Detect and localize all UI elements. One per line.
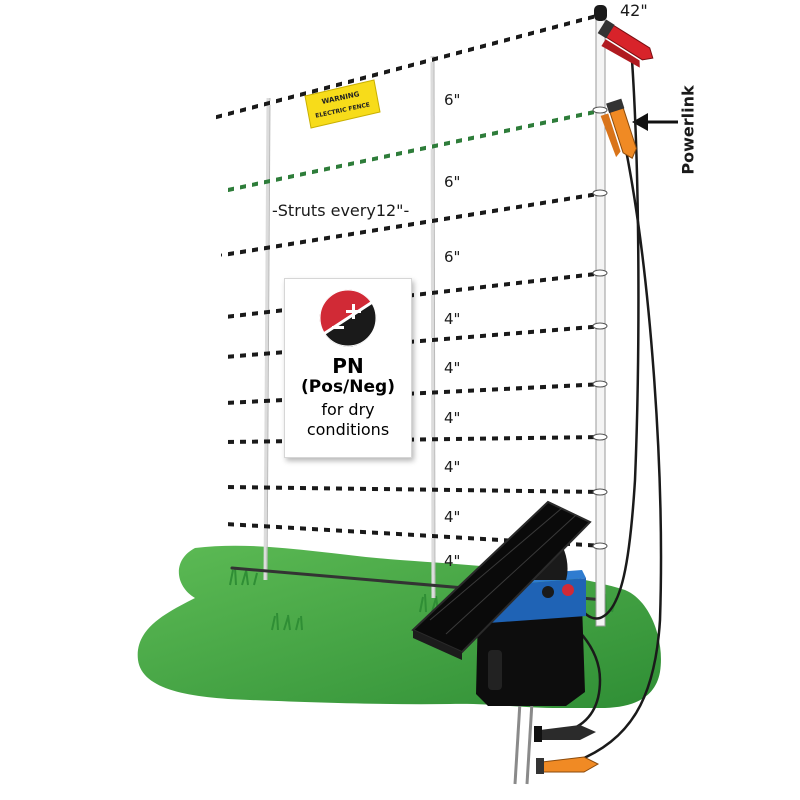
powerlink-label: Powerlink (678, 85, 698, 175)
warning-sign: WARNING ELECTRIC FENCE (304, 79, 381, 129)
fence-wires (211, 12, 606, 602)
spacing-label: 4" (444, 552, 461, 570)
pn-info-card: PN (Pos/Neg) for dry conditions (284, 278, 412, 458)
spacing-label: 4" (444, 310, 461, 328)
ground-stake (513, 701, 534, 785)
powerlink-label-wrap: Powerlink (668, 80, 708, 180)
pn-title: PN (332, 354, 364, 378)
spacing-label: 6" (444, 173, 461, 191)
spacing-label: 6" (444, 91, 461, 109)
spacing-label: 4" (444, 409, 461, 427)
struts-label: -Struts every12"- (270, 201, 412, 220)
pn-description-line: conditions (306, 420, 390, 439)
bottom-black-clip-icon (534, 725, 596, 742)
bottom-orange-clip-icon (536, 756, 600, 774)
spacing-label: 4" (444, 458, 461, 476)
spacing-label: 4" (444, 508, 461, 526)
pn-description-line: for dry (321, 400, 375, 419)
grass-tufts (229, 566, 617, 631)
fence-post (592, 5, 608, 627)
top-wire-height-label: 42" (620, 1, 648, 20)
pn-description: for dry conditions (285, 400, 411, 440)
pos-neg-icon (319, 289, 377, 347)
pn-subtitle: (Pos/Neg) (301, 377, 395, 397)
solar-energizer (411, 500, 592, 706)
spacing-label: 6" (444, 248, 461, 266)
orange-clip-icon (600, 98, 637, 159)
red-clip-icon (597, 19, 654, 68)
powerlink-arrow (632, 113, 678, 131)
spacing-label: 4" (444, 359, 461, 377)
